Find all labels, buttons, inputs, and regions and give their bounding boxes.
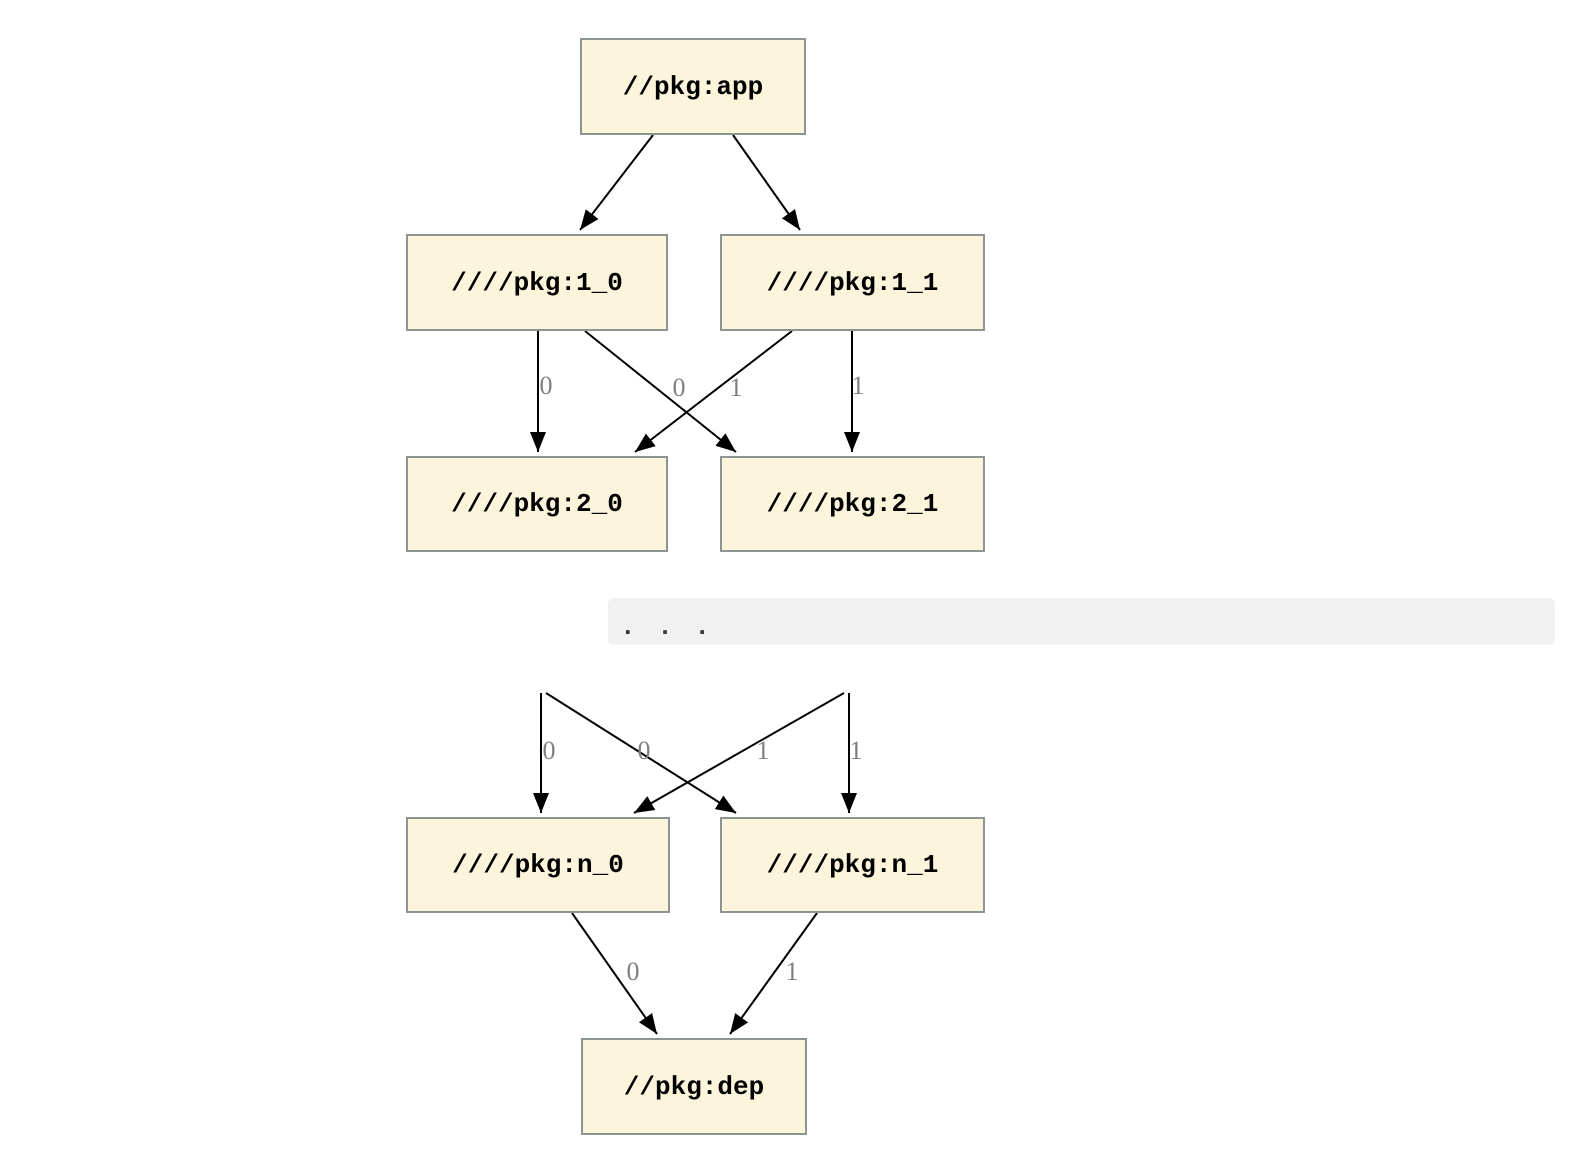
- edge-hidden-right-to-n_0: [633, 692, 845, 814]
- node-pkg-dep: //pkg:dep: [581, 1038, 807, 1135]
- node-pkg-app-label: //pkg:app: [622, 71, 764, 102]
- edge-label-1_0-to-2_1: 0: [673, 373, 686, 402]
- edge-label-hidden-left-to-n_1: 0: [638, 736, 651, 765]
- node-pkg-2_1: ////pkg:2_1: [720, 456, 985, 552]
- edge-1_1-to-2_0: [634, 330, 793, 453]
- node-pkg-2_0-label: ////pkg:2_0: [451, 489, 623, 519]
- edge-app-to-1_1: [732, 134, 801, 231]
- node-pkg-dep-label: //pkg:dep: [623, 1071, 765, 1102]
- node-pkg-1_0: ////pkg:1_0: [406, 234, 668, 331]
- edge-label-n_0-to-dep: 0: [627, 957, 640, 986]
- node-pkg-n_0: ////pkg:n_0: [406, 817, 670, 913]
- ellipsis-band: . . .: [608, 598, 1555, 645]
- edge-label-hidden-right-to-n_0: 1: [757, 736, 770, 765]
- edge-label-hidden-right-to-n_1: 1: [850, 736, 863, 765]
- node-pkg-n_1: ////pkg:n_1: [720, 817, 985, 913]
- node-pkg-n_1-label: ////pkg:n_1: [766, 850, 939, 880]
- edge-label-n_1-to-dep: 1: [786, 957, 799, 986]
- node-pkg-2_1-label: ////pkg:2_1: [766, 489, 939, 519]
- edge-1_0-to-2_1: [584, 330, 737, 453]
- node-pkg-app: //pkg:app: [580, 38, 806, 135]
- edge-label-hidden-left-to-n_0: 0: [543, 736, 556, 765]
- edge-label-1_0-to-2_0: 0: [540, 371, 553, 400]
- node-pkg-1_0-label: ////pkg:1_0: [451, 267, 623, 298]
- edge-n_0-to-dep: [571, 912, 658, 1035]
- node-pkg-2_0: ////pkg:2_0: [406, 456, 668, 552]
- edge-label-1_1-to-2_0: 1: [730, 373, 743, 402]
- node-pkg-1_1-label: ////pkg:1_1: [766, 267, 939, 298]
- edge-hidden-left-to-n_1: [545, 692, 737, 814]
- edge-label-1_1-to-2_1: 1: [852, 371, 865, 400]
- edge-n_1-to-dep: [729, 912, 818, 1035]
- edge-app-to-1_0: [579, 134, 654, 231]
- node-pkg-1_1: ////pkg:1_1: [720, 234, 985, 331]
- ellipsis-dots: . . .: [620, 612, 711, 642]
- node-pkg-n_0-label: ////pkg:n_0: [452, 850, 624, 880]
